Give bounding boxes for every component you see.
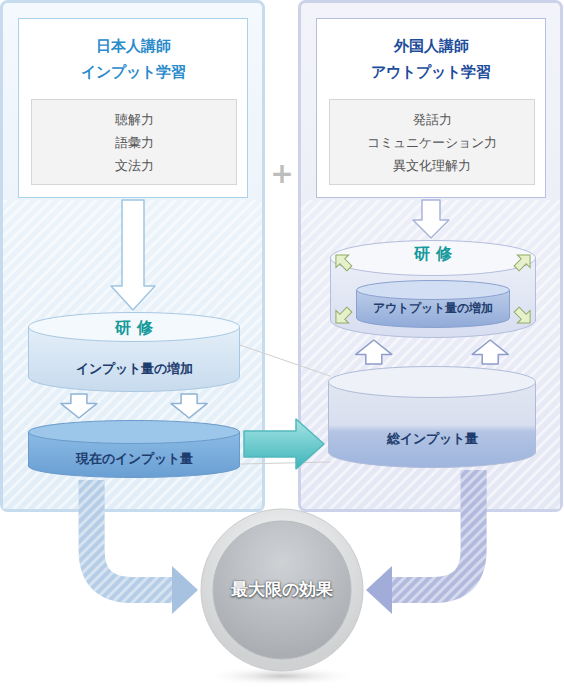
panel-texture — [3, 200, 262, 509]
flow-arrow — [171, 394, 207, 418]
skill-list-box: 発話力コミュニケーション力異文化理解力 — [329, 99, 535, 185]
input-cylinder-shape — [28, 420, 240, 478]
arrow-texture — [92, 480, 172, 590]
total-input-cylinder: 総インプット量 — [328, 366, 536, 468]
cylinder-top — [29, 313, 240, 342]
flow-arrow — [366, 470, 474, 614]
arrow-shape — [413, 200, 449, 238]
flow-arrow — [244, 419, 324, 469]
training-cylinder: 研 修インプット量の増加 — [28, 312, 240, 392]
left-panel — [2, 2, 264, 511]
flow-arrow — [413, 200, 449, 238]
arrow-shape — [61, 394, 97, 418]
flow-arrow — [356, 340, 392, 364]
arrow-shaft — [92, 480, 172, 590]
label-text: 研 修 — [414, 244, 452, 264]
teacher-box: 日本人講師インプット学習聴解力語彙力文法力 — [18, 18, 248, 198]
label-text: 文法力 — [115, 155, 154, 177]
expand-arrow — [330, 249, 356, 275]
output-cylinder: アウトプット量の増加 — [356, 280, 510, 328]
label-text: 発話力 — [413, 109, 452, 131]
label-text: 最大限の効果 — [231, 578, 333, 600]
flow-arrow — [92, 480, 198, 614]
label-text: 異文化理解力 — [393, 155, 471, 177]
arrow-shape — [111, 200, 155, 310]
arrow-head — [172, 566, 198, 614]
arrow-texture — [392, 470, 474, 590]
guide-line — [240, 345, 330, 376]
flow-arrow — [61, 394, 97, 418]
right-panel — [300, 2, 562, 511]
input-cylinder: 現在のインプット量 — [28, 420, 240, 478]
skill-list-box: 聴解力語彙力文法力 — [31, 99, 237, 185]
label-text: アウトプット学習 — [371, 61, 491, 83]
label-text: インプット量の増加 — [76, 360, 193, 378]
flow-arrow — [472, 340, 508, 364]
result-circle: 最大限の効果 — [200, 508, 364, 672]
heading-text: 研 修 — [115, 318, 153, 338]
expand-arrow — [510, 249, 536, 275]
expand-arrow — [510, 303, 536, 329]
label-text: インプット学習 — [81, 61, 186, 83]
cylinder-top — [329, 367, 536, 398]
expand-arrow — [330, 303, 356, 329]
label-text: 総インプット量 — [387, 430, 478, 448]
arrow-shape — [472, 340, 508, 364]
label-text: コミュニケーション力 — [367, 132, 497, 154]
training-cylinder: 研 修アウトプット量の増加 — [330, 240, 536, 338]
plus-sign: + — [268, 158, 296, 190]
heading-text: 日本人講師 — [96, 35, 171, 57]
arrow-shaft — [392, 470, 474, 590]
cylinder-top — [29, 421, 240, 444]
cylinder-top — [331, 241, 536, 276]
total-input-cylinder-shape — [328, 366, 536, 468]
flow-arrow — [111, 200, 155, 310]
arrow-head — [366, 566, 392, 614]
guide-line — [240, 462, 330, 464]
cylinder-top — [357, 281, 510, 300]
circle-ring — [201, 509, 363, 671]
label-text: 現在のインプット量 — [76, 450, 193, 468]
label-text: 語彙力 — [115, 132, 154, 154]
arrow-shape — [244, 419, 324, 469]
teacher-box: 外国人講師アウトプット学習発話力コミュニケーション力異文化理解力 — [316, 18, 546, 198]
circle-face — [213, 521, 351, 659]
heading-text: 外国人講師 — [394, 35, 469, 57]
panel-texture — [301, 200, 560, 509]
label-text: 聴解力 — [115, 109, 154, 131]
arrow-shape — [356, 340, 392, 364]
arrow-shape — [171, 394, 207, 418]
label-text: アウトプット量の増加 — [373, 300, 493, 316]
